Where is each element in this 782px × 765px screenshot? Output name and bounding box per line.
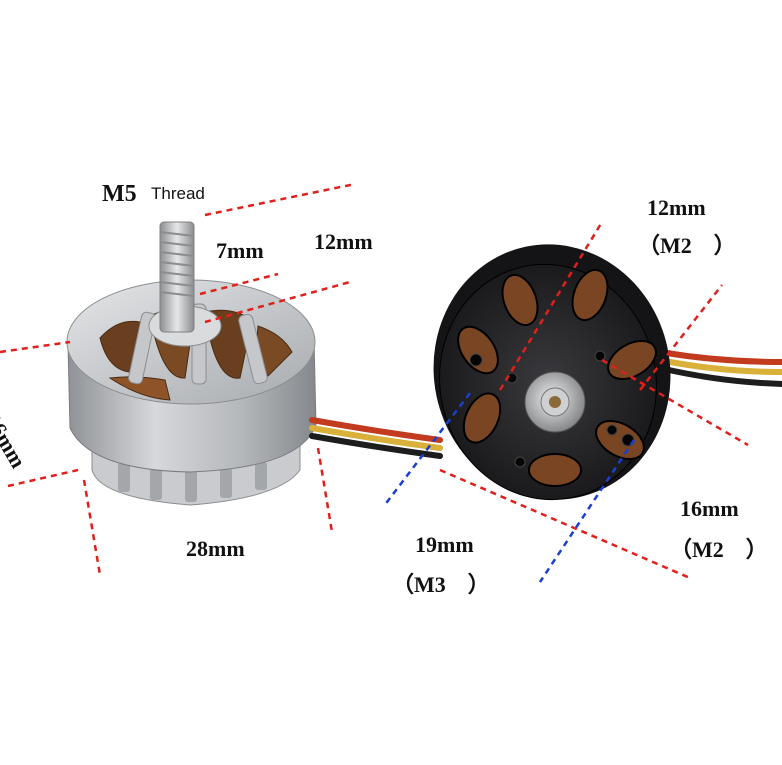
silver-motor	[66, 221, 317, 506]
thread-size-label: M5	[102, 181, 137, 207]
hole-19-label: 19mm	[415, 532, 474, 557]
shaft-length-label: 7mm	[216, 238, 264, 263]
dimension-lines-blue	[383, 392, 636, 583]
hole-12-label: 12mm	[647, 195, 706, 220]
hole-19-screw-label: （M3 ）	[392, 572, 490, 597]
hole-16-screw-label: （M2 ）	[670, 537, 768, 562]
diameter-label: 28mm	[186, 536, 245, 561]
thread-word-label: Thread	[151, 184, 205, 203]
motor-wires	[309, 349, 782, 459]
top-height-label: 12mm	[314, 229, 373, 254]
motor-shaft	[159, 221, 195, 333]
dark-motor	[433, 244, 671, 501]
dimension-lines	[0, 182, 749, 580]
hole-12-screw-label: （M2 ）	[638, 233, 736, 258]
hole-16-label: 16mm	[680, 496, 739, 521]
